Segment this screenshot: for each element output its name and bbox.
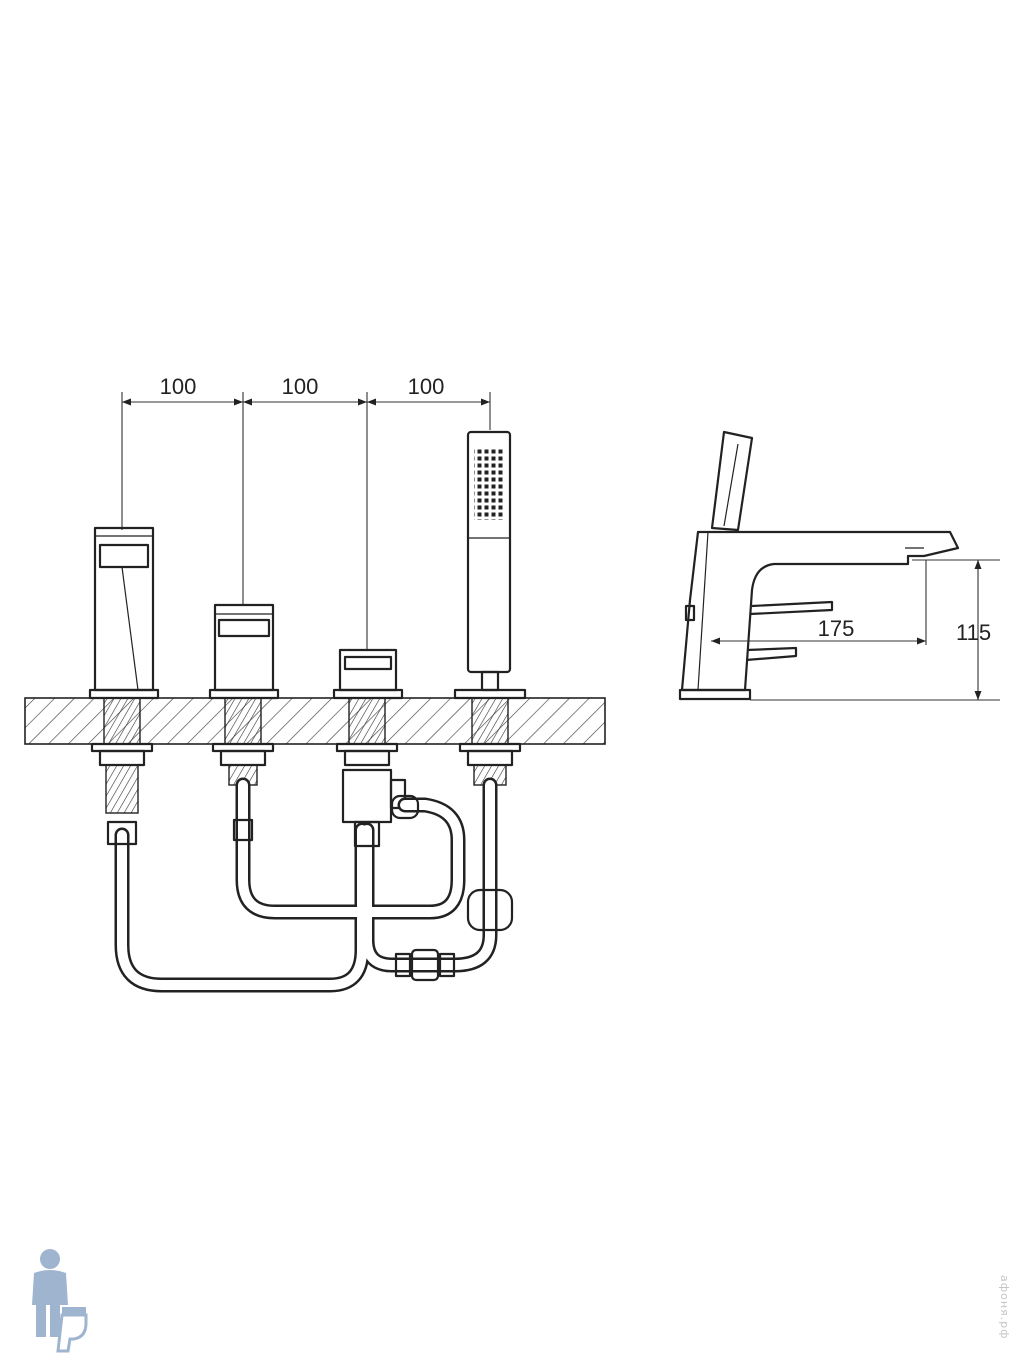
hand-shower bbox=[453, 430, 527, 700]
dimension-spout-height: 115 bbox=[956, 620, 991, 645]
spout bbox=[88, 526, 160, 700]
flexible-hoses bbox=[114, 777, 498, 993]
dimension-spacing-3: 100 bbox=[408, 374, 445, 399]
spacing-dimensions: 100 100 100 bbox=[121, 374, 491, 650]
side-view: 175 115 bbox=[678, 430, 1000, 701]
hose-fittings bbox=[106, 794, 514, 982]
dimension-spacing-2: 100 bbox=[282, 374, 319, 399]
front-view: 100 100 100 bbox=[24, 374, 606, 993]
diverter-lever bbox=[332, 648, 404, 700]
dimension-spacing-1: 100 bbox=[160, 374, 197, 399]
plumber-logo-icon bbox=[22, 1245, 92, 1360]
watermark: афоня.рф bbox=[998, 1275, 1011, 1340]
mounting-shanks bbox=[90, 697, 522, 824]
dimension-spout-reach: 175 bbox=[818, 616, 855, 641]
mixer-lever-1 bbox=[208, 603, 280, 700]
